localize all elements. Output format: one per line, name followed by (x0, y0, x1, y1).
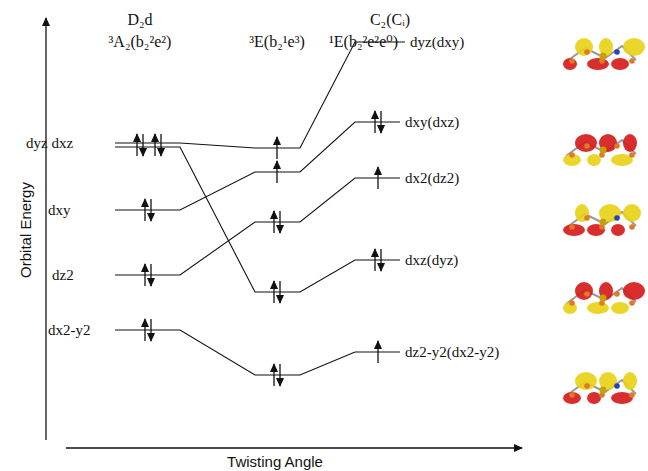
orbital-picture (563, 134, 637, 166)
electron-arrow (144, 199, 145, 221)
electron-arrow (273, 281, 274, 303)
electron-arrow (279, 211, 280, 233)
orbital-label: dx2-y2 (48, 321, 91, 339)
electron-arrow (154, 134, 155, 156)
electron-arrow (380, 249, 381, 271)
orbital-label: dxy (48, 201, 71, 219)
state-label: ¹E(b₂²e²e⁰) (329, 33, 398, 51)
electron-arrow (374, 249, 375, 271)
orbital-label: dyz(dxy) (410, 33, 464, 51)
electron-arrow (144, 264, 145, 286)
state-label: ³E(b₂¹e³) (249, 33, 305, 51)
state-label: ³A₂(b₂²e²) (109, 33, 172, 51)
electron-arrow (279, 281, 280, 303)
electron-arrow (273, 364, 274, 386)
state-label: D₂d (127, 11, 152, 29)
electron-arrow (150, 199, 151, 221)
orbital-picture (563, 38, 645, 70)
electron-arrows (137, 111, 381, 386)
electron-arrow (377, 341, 378, 363)
orbital-pictures (563, 38, 645, 404)
orbital-label: dxz(dyz) (405, 251, 458, 269)
electron-arrow (160, 134, 161, 156)
electron-arrow (276, 161, 277, 183)
electron-arrow (142, 134, 143, 156)
energy-axis (45, 18, 46, 440)
orbital-picture (563, 372, 637, 404)
correlation-lines (115, 42, 405, 375)
state-label: C₂(Cᵢ) (370, 11, 410, 29)
electron-arrow (273, 211, 274, 233)
electron-arrow (377, 167, 378, 189)
electron-arrow (144, 319, 145, 341)
orbital-label: dx2(dz2) (405, 169, 459, 187)
axis-label: Orbital Energy (17, 182, 35, 278)
orbital-label: dxy(dxz) (405, 113, 459, 131)
electron-arrow (276, 137, 277, 159)
electron-arrow (136, 134, 137, 156)
electron-arrow (150, 319, 151, 341)
orbital-picture (563, 204, 641, 236)
orbital-label: dz2 (52, 266, 74, 284)
electron-arrow (380, 111, 381, 133)
orbital-label: dyz dxz (26, 134, 73, 152)
electron-arrow (150, 264, 151, 286)
angle-axis (66, 447, 522, 448)
orbital-label: Twisting Angle (227, 453, 323, 471)
electron-arrow (279, 364, 280, 386)
orbital-picture (563, 282, 645, 314)
electron-arrow (374, 111, 375, 133)
orbital-label: dz2-y2(dx2-y2) (405, 343, 499, 361)
